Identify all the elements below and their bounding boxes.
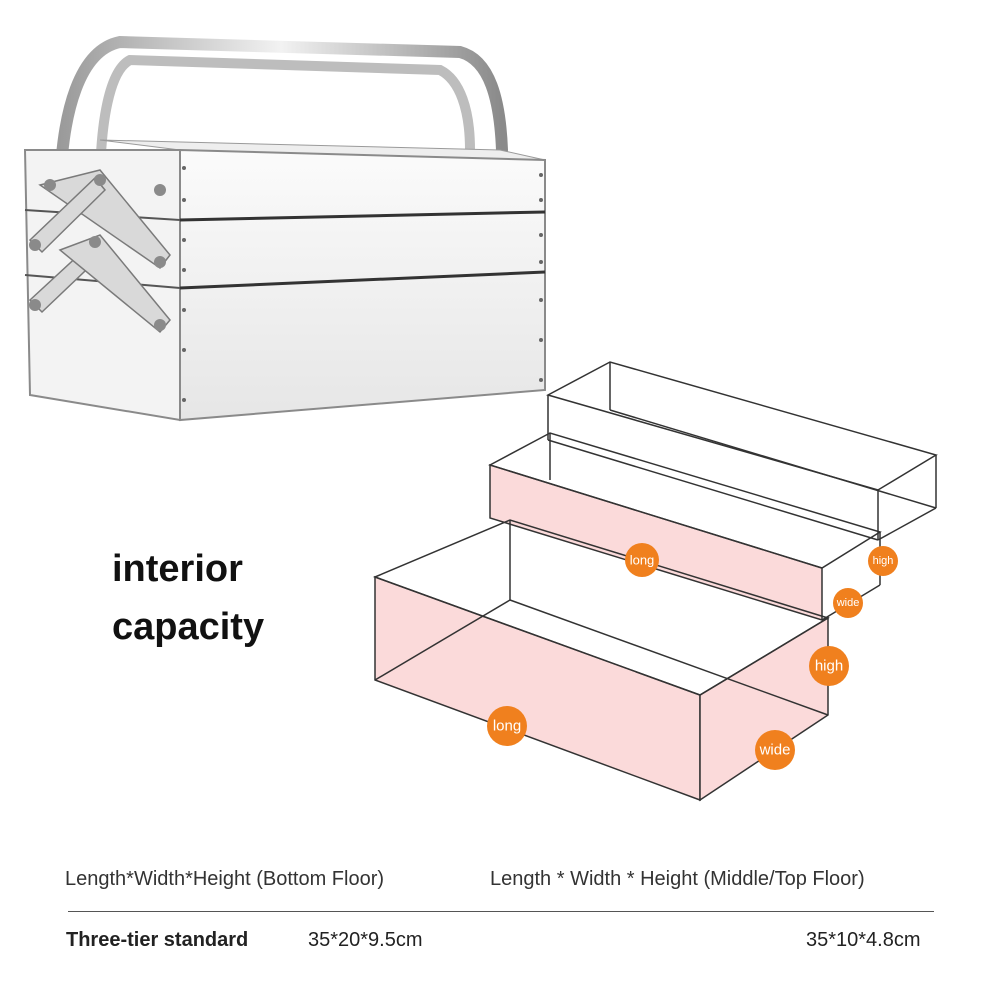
svg-text:long: long — [630, 553, 655, 568]
svg-text:wide: wide — [836, 597, 860, 609]
top-tray-back — [546, 361, 938, 491]
svg-text:high: high — [815, 658, 843, 675]
badge-top-long: long — [625, 543, 659, 577]
svg-text:long: long — [493, 718, 521, 735]
spec-bottom-floor-value: 35*20*9.5cm — [308, 929, 423, 951]
carry-handle — [54, 35, 508, 196]
middle-tray-front — [489, 463, 823, 622]
badge-bottom-long: long — [487, 706, 527, 746]
spec-header-bottom-floor: Length*Width*Height (Bottom Floor) — [65, 868, 385, 890]
badge-top-wide: wide — [833, 588, 863, 618]
toolbox-illustration — [23, 35, 546, 422]
heading-line-1: interior — [112, 548, 243, 590]
badge-bottom-high: high — [809, 646, 849, 686]
bottom-tray-side — [699, 616, 829, 802]
spec-divider — [68, 911, 934, 912]
svg-text:high: high — [873, 555, 894, 567]
spec-row-label: Three-tier standard — [66, 929, 249, 951]
svg-text:wide: wide — [759, 742, 791, 759]
capacity-diagram: long high wide high long wide — [372, 361, 938, 802]
spec-header-middle-top-floor: Length * Width * Height (Middle/Top Floo… — [490, 868, 865, 890]
badge-top-high: high — [868, 546, 898, 576]
interior-capacity-heading: interior capacity — [112, 540, 264, 656]
spec-middle-top-floor-value: 35*10*4.8cm — [806, 929, 921, 951]
heading-line-2: capacity — [112, 606, 265, 648]
badge-bottom-wide: wide — [755, 730, 795, 770]
